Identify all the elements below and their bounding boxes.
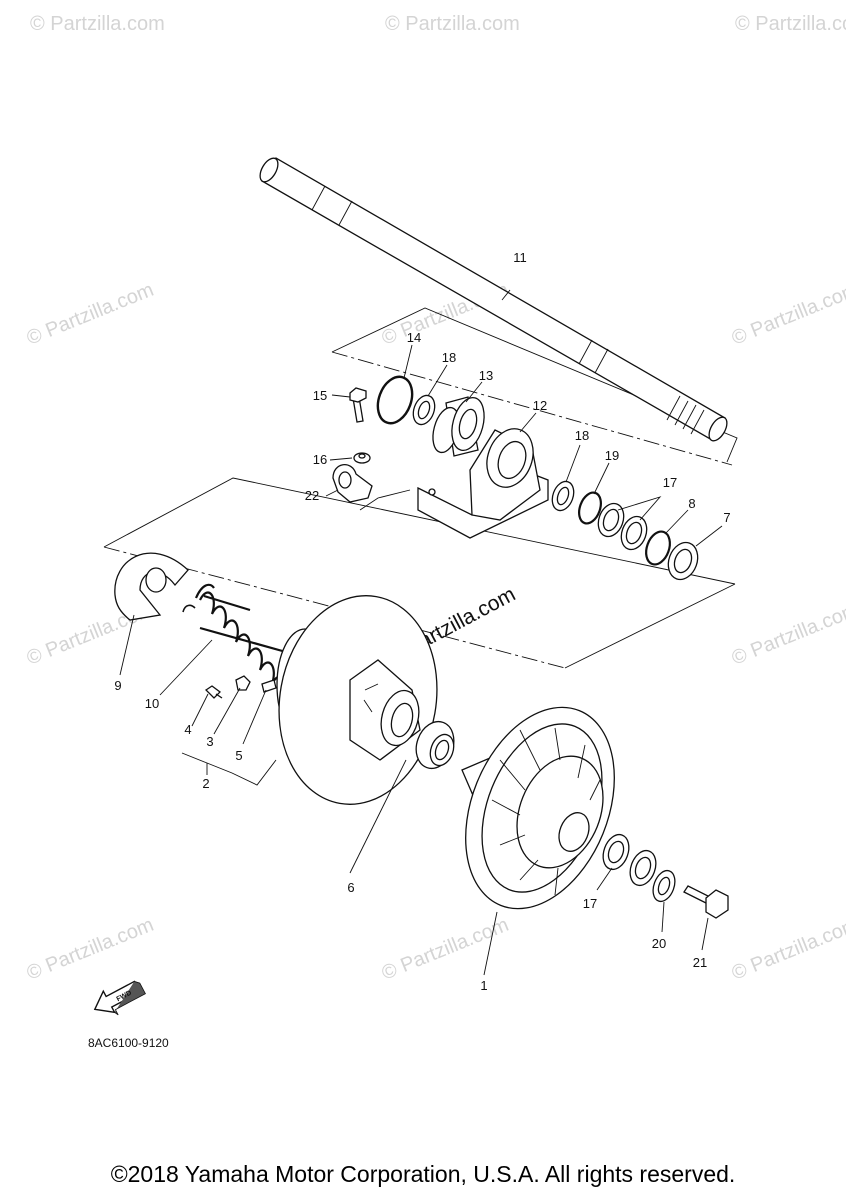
callout-17-upper: 17 [663,475,677,490]
fwd-arrow-icon: FWD [93,980,146,1016]
watermark-text: © Partzilla.com [30,13,165,35]
part-sliding-sheave-2 [276,595,438,805]
watermark-text: © Partzilla.com [729,914,846,985]
watermark-text: © Partzilla.com [379,914,512,985]
drawing-code: 8AC6100-9120 [88,1036,169,1050]
watermark-text: © Partzilla.com [24,914,157,985]
callout-20: 20 [652,936,666,951]
part-screw-4 [204,685,223,699]
callout-3: 3 [206,734,213,749]
callout-19: 19 [605,448,619,463]
part-nut-16 [353,452,371,464]
callout-5: 5 [235,748,242,763]
part-washer-20 [652,869,676,903]
part-washer-18-lower [551,480,575,512]
callout-2: 2 [202,776,209,791]
part-bolt-21 [683,885,729,919]
watermark-text: © Partzilla.com [385,13,520,35]
part-pin-5 [261,679,277,693]
callout-13: 13 [479,368,493,383]
watermark-text: © Partzilla.com [735,13,846,35]
copyright-footer: ©2018 Yamaha Motor Corporation, U.S.A. A… [110,1161,736,1187]
callout-21: 21 [693,955,707,970]
part-circlip-8 [645,530,671,566]
part-shim-17-a [597,502,625,538]
part-bolt-15 [349,387,367,423]
callout-17-lower: 17 [583,896,597,911]
callout-18-lower: 18 [575,428,589,443]
part-washer-7 [667,541,699,581]
callout-labels: 11 14 18 13 12 15 16 22 18 19 17 8 7 9 1… [114,250,730,993]
part-bearing-13 [432,396,485,457]
part-shim-17-b [620,515,648,551]
callout-14: 14 [407,330,421,345]
part-shim-17-lower-a [602,833,630,871]
callout-16: 16 [313,452,327,467]
part-washer-18-upper [412,394,436,426]
callout-15: 15 [313,388,327,403]
part-shim-17-lower-b [629,849,657,887]
part-cam-9 [114,552,189,621]
watermark-text: © Partzilla.com [729,279,846,350]
part-bushing-6 [415,720,455,770]
callout-12: 12 [533,398,547,413]
part-bearing-housing-12 [417,428,549,539]
leader-lines [119,289,723,976]
callout-6: 6 [347,880,354,895]
part-circlip-19 [578,491,602,525]
assembly-outline-lines [103,307,738,669]
callout-4: 4 [184,722,191,737]
callout-8: 8 [688,496,695,511]
part-spring-10 [182,583,287,699]
callout-7: 7 [723,510,730,525]
part-circlip-14 [376,375,414,425]
part-clamp-22 [332,464,373,503]
callout-9: 9 [114,678,121,693]
watermark-text: © Partzilla.com [729,599,846,670]
callout-1: 1 [480,978,487,993]
callout-18-upper: 18 [442,350,456,365]
part-fixed-sheave-1 [461,706,615,910]
part-weight-3 [235,675,251,691]
watermark-text: © Partzilla.com [24,279,157,350]
callout-11: 11 [513,250,527,265]
callout-22: 22 [305,488,319,503]
callout-10: 10 [145,696,159,711]
part-shaft [259,157,728,442]
